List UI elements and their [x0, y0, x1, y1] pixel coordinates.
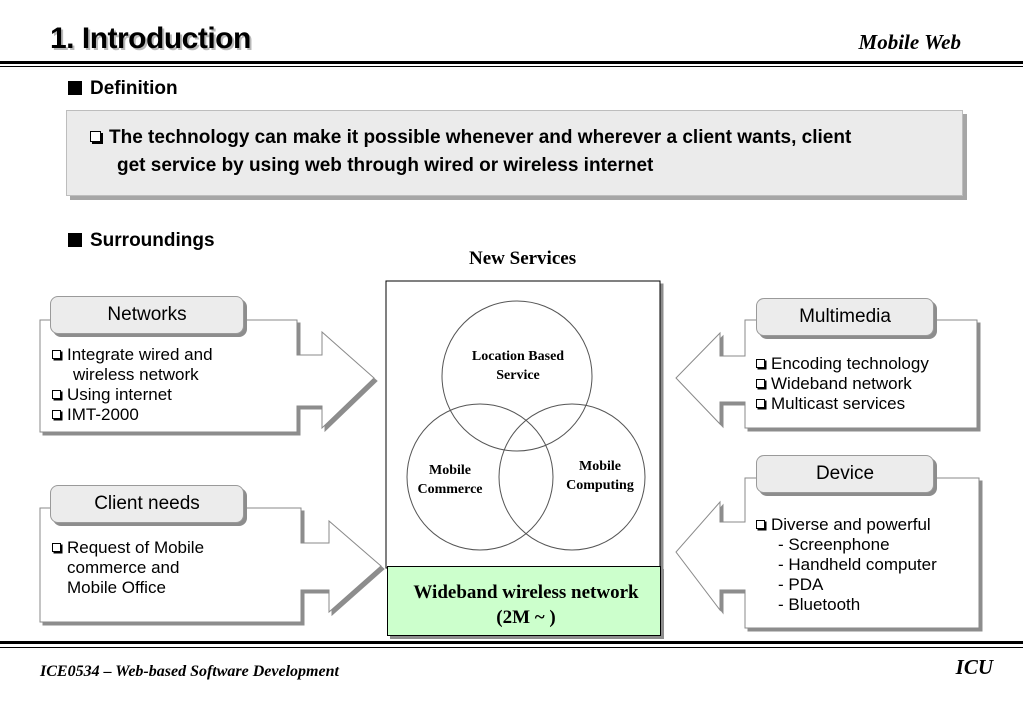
- list-item: - Handheld computer: [778, 555, 937, 574]
- list-item: commerce and: [67, 558, 180, 577]
- checkbox-bullet-icon: [756, 399, 765, 408]
- location-based-service-label: Location Based Service: [471, 349, 565, 383]
- list-item: - Screenphone: [778, 535, 890, 554]
- list-item: Diverse and powerful: [756, 515, 937, 535]
- networks-list: Integrate wired and wireless network Usi…: [52, 345, 213, 425]
- new-services-box: [385, 280, 661, 569]
- multimedia-list: Encoding technology Wideband network Mul…: [756, 354, 929, 414]
- networks-label: Networks: [50, 296, 244, 334]
- networks-arrow: [39, 319, 375, 433]
- definition-heading: Definition: [68, 78, 178, 100]
- header-rule-thin: [0, 66, 1023, 67]
- multimedia-label: Multimedia: [756, 298, 934, 336]
- list-item: Mobile Office: [67, 578, 166, 597]
- checkbox-bullet-icon: [52, 410, 61, 419]
- device-list: Diverse and powerful - Screenphone - Han…: [756, 515, 937, 615]
- list-item: Encoding technology: [756, 354, 929, 374]
- course-label: Mobile Web: [858, 30, 961, 54]
- list-item: - Bluetooth: [778, 595, 861, 614]
- list-item: Request of Mobile: [52, 538, 204, 558]
- checkbox-bullet-icon: [756, 520, 765, 529]
- client-needs-list: Request of Mobile commerce and Mobile Of…: [52, 538, 204, 598]
- footer-org: ICU: [955, 655, 993, 679]
- list-item: Multicast services: [756, 394, 929, 414]
- checkbox-bullet-icon: [756, 379, 765, 388]
- checkbox-bullet-icon: [52, 543, 61, 552]
- list-item: - PDA: [778, 575, 824, 594]
- checkbox-bullet-icon: [756, 359, 765, 368]
- mobile-computing-label: Mobile Computing: [566, 459, 634, 493]
- footer-rule: [0, 641, 1023, 644]
- multimedia-arrow: [675, 319, 978, 429]
- checkbox-bullet-icon: [52, 350, 61, 359]
- list-item: Using internet: [52, 385, 213, 405]
- client-needs-label: Client needs: [50, 485, 244, 523]
- list-item: IMT-2000: [52, 405, 213, 425]
- square-bullet-icon: [68, 81, 82, 95]
- new-services-title: New Services: [469, 248, 577, 269]
- device-arrow: [675, 477, 980, 629]
- footer-course: ICE0534 – Web-based Software Development: [40, 663, 339, 680]
- footer-rule-thin: [0, 647, 1023, 648]
- header-rule: [0, 61, 1023, 64]
- checkbox-bullet-icon: [52, 390, 61, 399]
- wideband-network-box: [387, 566, 661, 636]
- wideband-network-label: Wideband wireless network (2M ~ ): [413, 582, 639, 628]
- page-title: 1. Introduction: [50, 22, 251, 55]
- list-item: Wideband network: [756, 374, 929, 394]
- location-based-service-circle: [441, 300, 593, 452]
- client-needs-arrow: [39, 507, 382, 623]
- mobile-computing-circle: [498, 403, 646, 551]
- list-item: Integrate wired and: [52, 345, 213, 365]
- mobile-commerce-circle: [406, 403, 554, 551]
- surroundings-heading: Surroundings: [68, 230, 215, 252]
- list-item: wireless network: [73, 365, 199, 384]
- definition-box: [66, 110, 963, 196]
- square-bullet-icon: [68, 233, 82, 247]
- mobile-commerce-label: Mobile Commerce: [417, 463, 483, 497]
- checkbox-bullet-icon: [90, 131, 101, 142]
- device-label: Device: [756, 455, 934, 493]
- definition-text: The technology can make it possible when…: [90, 124, 960, 180]
